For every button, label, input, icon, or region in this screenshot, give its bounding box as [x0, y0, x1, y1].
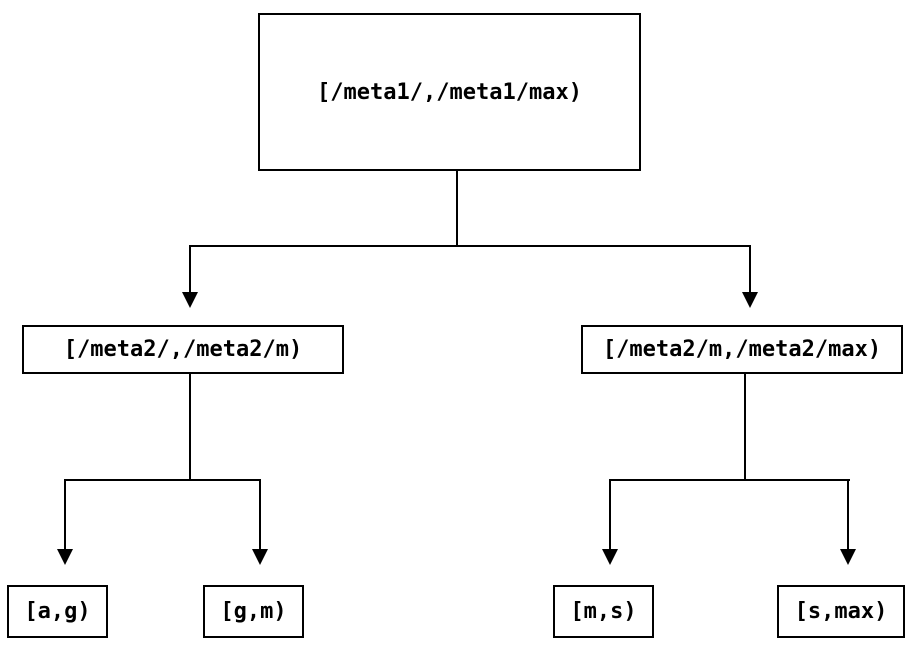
arrowhead-down-icon [602, 549, 618, 565]
connector-right-subtree-drop-a [609, 479, 611, 550]
connector-right-subtree-rail [609, 479, 850, 481]
node-meta2-right-range: [/meta2/m,/meta2/max) [581, 325, 903, 374]
node-leaf-g-m: [g,m) [203, 585, 304, 638]
node-leaf-m-s: [m,s) [553, 585, 654, 638]
arrowhead-down-icon [840, 549, 856, 565]
connector-left-subtree-drop-b [259, 479, 261, 550]
arrowhead-down-icon [57, 549, 73, 565]
arrowhead-down-icon [252, 549, 268, 565]
connector-left-subtree-stem [189, 373, 191, 481]
arrowhead-down-icon [182, 292, 198, 308]
connector-level1-left-drop [189, 245, 191, 293]
connector-root-stem [456, 170, 458, 247]
node-meta2-left-range: [/meta2/,/meta2/m) [22, 325, 344, 374]
connector-level1-rail [189, 245, 751, 247]
connector-right-subtree-stem [744, 373, 746, 481]
connector-left-subtree-drop-a [64, 479, 66, 550]
connector-left-subtree-rail [64, 479, 261, 481]
node-leaf-s-max: [s,max) [777, 585, 905, 638]
arrowhead-down-icon [742, 292, 758, 308]
node-root-range: [/meta1/,/meta1/max) [258, 13, 641, 171]
node-leaf-a-g: [a,g) [7, 585, 108, 638]
connector-right-subtree-drop-b [847, 479, 849, 550]
connector-level1-right-drop [749, 245, 751, 293]
